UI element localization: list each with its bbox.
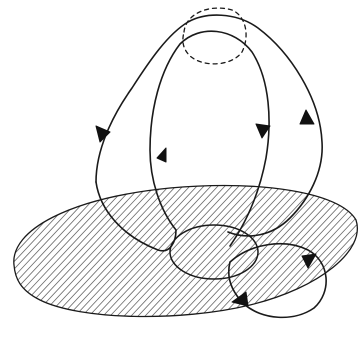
inner-loop-arrow-left [157,148,166,162]
arrowheads [96,110,316,306]
hatch-stroke [349,170,363,330]
hatch-stroke [265,170,363,330]
hatch-stroke [293,170,363,330]
hatch-stroke [321,170,363,330]
hatch-stroke [0,170,2,330]
hatch-stroke [0,170,44,330]
side-loop-arrow-bottom [232,292,248,306]
outer-loop-arrow-right [300,110,314,124]
hatch-stroke [244,170,363,330]
hatch-stroke [0,170,72,330]
hatch-stroke [0,170,9,330]
hatch-stroke [0,170,23,330]
hatch-stroke [0,170,58,330]
hatch-stroke [356,170,363,330]
hatch-stroke [0,170,86,330]
hatch-stroke [314,170,363,330]
hatch-stroke [0,170,16,330]
hatch-stroke [342,170,363,330]
